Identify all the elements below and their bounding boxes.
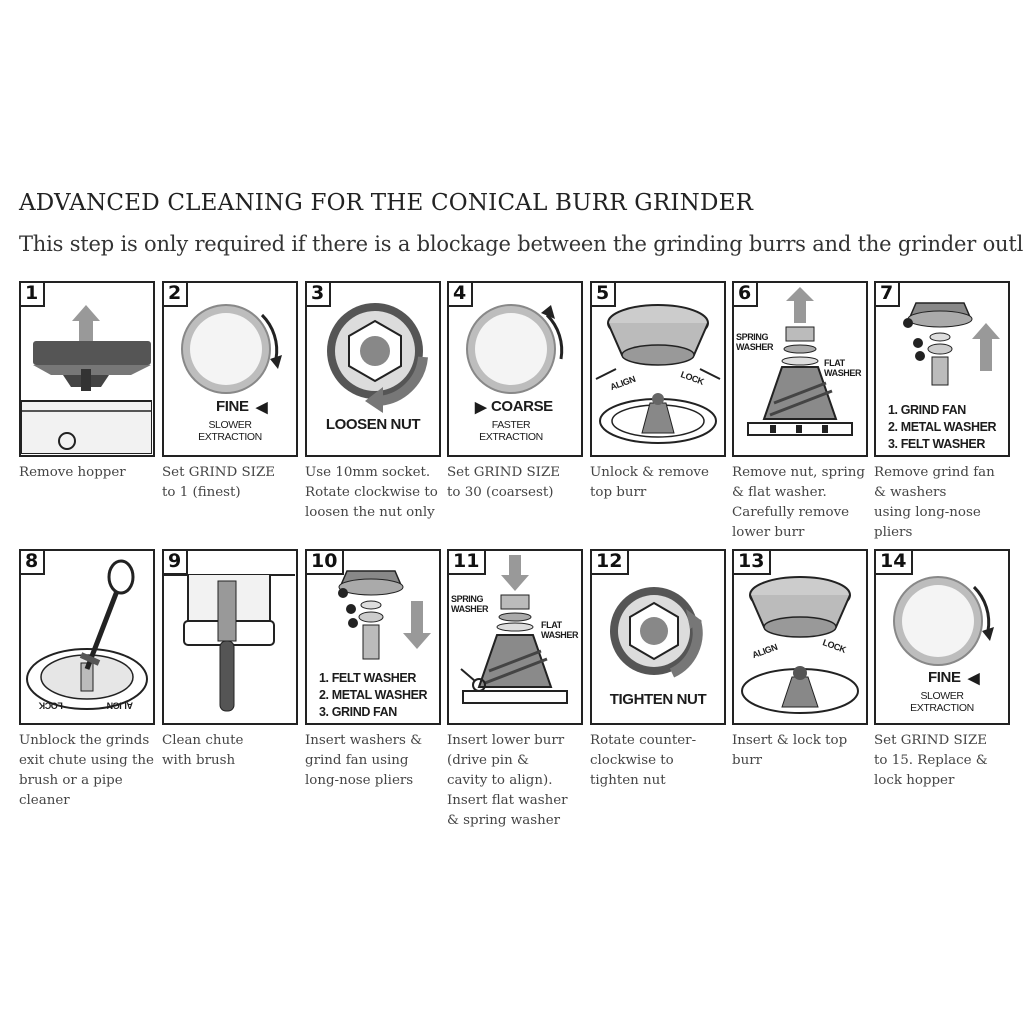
step-2-caption: Set GRIND SIZE to 1 (finest) [162, 465, 276, 500]
step-number: 12 [592, 551, 630, 575]
chevron-right-icon: ▶ [475, 399, 487, 416]
step-14-caption: Set GRIND SIZE to 15. Replace & lock hop… [874, 733, 988, 788]
brush-chute-illustration [26, 559, 148, 710]
fine-label: FINE [928, 669, 961, 686]
insert-top-burr-illustration [741, 576, 859, 714]
insertion-order-list: 1. FELT WASHER 2. METAL WASHER 3. GRIND … [319, 671, 428, 719]
grind-dial-illustration [181, 304, 282, 394]
step-number: 11 [449, 551, 487, 575]
step-10-panel: 10 1. FELT WASHER 2. METAL WASHER 3. GRI… [305, 549, 441, 725]
step-9-caption: Clean chute with brush [162, 733, 244, 768]
step-number: 6 [734, 283, 759, 307]
remove-hopper-illustration [21, 305, 152, 454]
flat-washer-label: FLAT WASHER [824, 358, 862, 378]
slower-extraction-label: SLOWER EXTRACTION [198, 419, 262, 443]
top-burr-illustration [595, 304, 721, 444]
step-6-panel: 6 SPRING WASHER FLAT WASHER [732, 281, 868, 457]
step-number: 5 [592, 283, 617, 307]
step-number: 13 [734, 551, 772, 575]
grind-dial-illustration [466, 304, 564, 394]
step-4-caption: Set GRIND SIZE to 30 (coarsest) [447, 465, 561, 500]
step-7-panel: 7 1. GRIND FAN 2. METAL WASHER 3. FELT W… [874, 281, 1010, 457]
step-number: 10 [307, 551, 345, 575]
step-number: 4 [449, 283, 474, 307]
tighten-nut-illustration [610, 587, 703, 678]
step-9-panel: 9 [162, 549, 298, 725]
step-11-panel: 11 SPRING WASHER FLAT WASHER [447, 549, 583, 725]
spring-washer-label: SPRING WASHER [451, 594, 489, 614]
loosen-nut-label: LOOSEN NUT [325, 416, 421, 433]
step-number: 8 [21, 551, 46, 575]
page-subtitle: This step is only required if there is a… [19, 232, 1024, 256]
step-12-caption: Rotate counter- clockwise to tighten nut [590, 733, 697, 788]
chevron-left-icon: ◀ [968, 670, 980, 687]
step-8-caption: Unblock the grinds exit chute using the … [19, 733, 154, 808]
step-number: 3 [307, 283, 332, 307]
faster-extraction-label: FASTER EXTRACTION [479, 419, 543, 443]
removal-order-list: 1. GRIND FAN 2. METAL WASHER 3. FELT WAS… [888, 403, 997, 451]
step-1-caption: Remove hopper [19, 465, 126, 480]
tighten-nut-label: TIGHTEN NUT [609, 691, 707, 708]
step-number: 2 [164, 283, 189, 307]
clean-chute-illustration [164, 574, 295, 712]
step-4-panel: 4 ▶ COARSE FASTER EXTRACTION [447, 281, 583, 457]
coarse-label: COARSE [491, 398, 553, 415]
step-13-caption: Insert & lock top burr [732, 733, 848, 768]
step-14-panel: 14 FINE ◀ SLOWER EXTRACTION [874, 549, 1010, 725]
step-1-panel: 1 [19, 281, 155, 457]
step-12-panel: 12 TIGHTEN NUT [590, 549, 726, 725]
step-6-caption: Remove nut, spring & flat washer. Carefu… [732, 465, 865, 540]
step-number: 1 [21, 283, 46, 307]
flat-washer-label: FLAT WASHER [541, 620, 579, 640]
lower-burr-removal-illustration [747, 287, 853, 436]
fine-label: FINE [216, 398, 249, 415]
socket-nut-illustration [327, 303, 428, 413]
grind-dial-illustration [893, 576, 994, 666]
step-7-caption: Remove grind fan & washers using long-no… [874, 465, 995, 540]
page-title: ADVANCED CLEANING FOR THE CONICAL BURR G… [19, 190, 754, 216]
grind-fan-removal-illustration [903, 302, 1000, 386]
step-13-panel: 13 ALIGN LOCK [732, 549, 868, 725]
step-2-panel: 2 FINE ◀ SLOWER EXTRACTION [162, 281, 298, 457]
step-5-caption: Unlock & remove top burr [590, 465, 709, 500]
step-5-panel: 5 ALIGN LOCK [590, 281, 726, 457]
align-label: ALIGN [107, 700, 133, 711]
chevron-left-icon: ◀ [256, 399, 268, 416]
step-number: 9 [164, 551, 189, 575]
step-number: 14 [876, 551, 914, 575]
step-number: 7 [876, 283, 901, 307]
spring-washer-label: SPRING WASHER [736, 332, 774, 352]
step-3-panel: 3 LOOSEN NUT [305, 281, 441, 457]
lock-label: LOCK [39, 700, 63, 711]
step-3-caption: Use 10mm socket. Rotate clockwise to loo… [305, 465, 438, 520]
slower-extraction-label: SLOWER EXTRACTION [910, 690, 974, 714]
step-8-panel: 8 LOCK ALIGN [19, 549, 155, 725]
step-11-caption: Insert lower burr (drive pin & cavity to… [447, 733, 568, 828]
insert-lower-burr-illustration [460, 555, 568, 704]
step-10-caption: Insert washers & grind fan using long-no… [305, 733, 423, 788]
insert-washers-illustration [338, 570, 431, 660]
